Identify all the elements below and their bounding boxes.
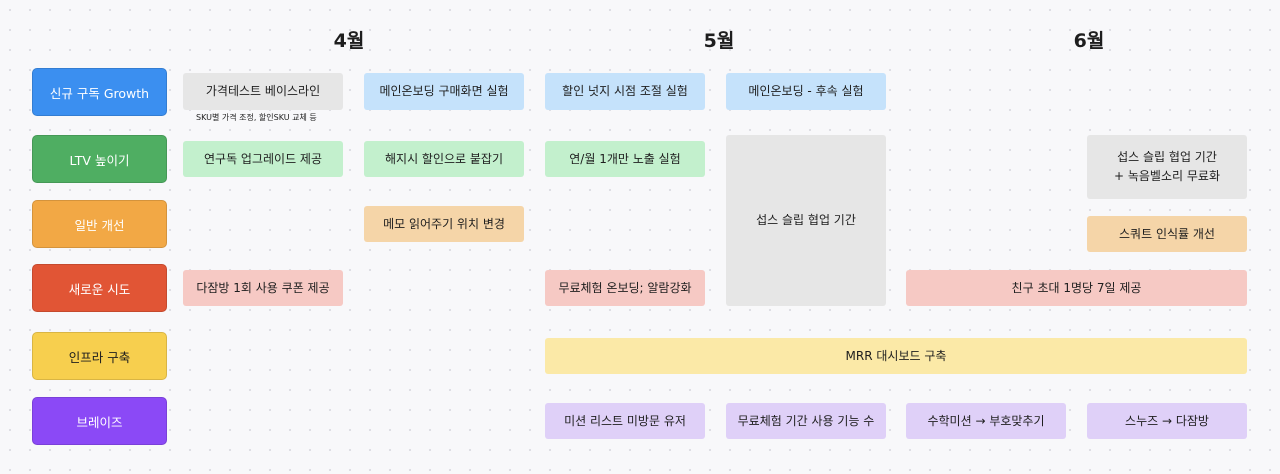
card-cancel-discount[interactable]: 해지시 할인으로 붙잡기 [364,141,524,177]
row-label-infrastructure[interactable]: 인프라 구축 [32,332,167,380]
card-annual-monthly-exposure[interactable]: 연/월 1개만 노출 실험 [545,141,705,177]
card-sleep-collab-free-ringtone[interactable]: 섭스 슬립 협업 기간 + 녹음벨소리 무료화 [1087,135,1247,199]
card-annual-upgrade[interactable]: 연구독 업그레이드 제공 [183,141,343,177]
row-label-general-improvement[interactable]: 일반 개선 [32,200,167,248]
card-snooze-group-room[interactable]: 스누즈 → 다잠방 [1087,403,1247,439]
card-main-onboarding-purchase[interactable]: 메인온보딩 구매화면 실험 [364,73,524,110]
row-label-new-subscription-growth[interactable]: 신규 구독 Growth [32,68,167,116]
card-group-room-coupon[interactable]: 다잠방 1회 사용 쿠폰 제공 [183,270,343,306]
card-pricing-test-baseline[interactable]: 가격테스트 베이스라인 [183,73,343,110]
card-trial-feature-count[interactable]: 무료체험 기간 사용 기능 수 [726,403,886,439]
card-discount-nudge-timing[interactable]: 할인 넛지 시점 조절 실험 [545,73,705,110]
card-squat-recognition[interactable]: 스쿼트 인식률 개선 [1087,216,1247,252]
card-trial-onboarding-alarm[interactable]: 무료체험 온보딩; 알람강화 [545,270,705,306]
month-june: 6월 [1073,30,1105,52]
row-label-new-attempts[interactable]: 새로운 시도 [32,264,167,312]
pricing-test-note: SKU별 가격 조정, 할인SKU 교체 등 [196,113,317,122]
card-mrr-dashboard[interactable]: MRR 대시보드 구축 [545,338,1247,374]
month-may: 5월 [703,30,735,52]
card-memo-read-position[interactable]: 메모 읽어주기 위치 변경 [364,206,524,242]
row-label-braze[interactable]: 브레이즈 [32,397,167,445]
card-mission-list-non-visitor[interactable]: 미션 리스트 미방문 유저 [545,403,705,439]
card-main-onboarding-followup[interactable]: 메인온보딩 - 후속 실험 [726,73,886,110]
card-sleep-collab-period[interactable]: 섭스 슬립 협업 기간 [726,135,886,306]
card-friend-invite[interactable]: 친구 초대 1명당 7일 제공 [906,270,1247,306]
month-april: 4월 [333,30,365,52]
card-math-mission-sign[interactable]: 수학미션 → 부호맞추기 [906,403,1066,439]
row-label-ltv[interactable]: LTV 높이기 [32,135,167,183]
